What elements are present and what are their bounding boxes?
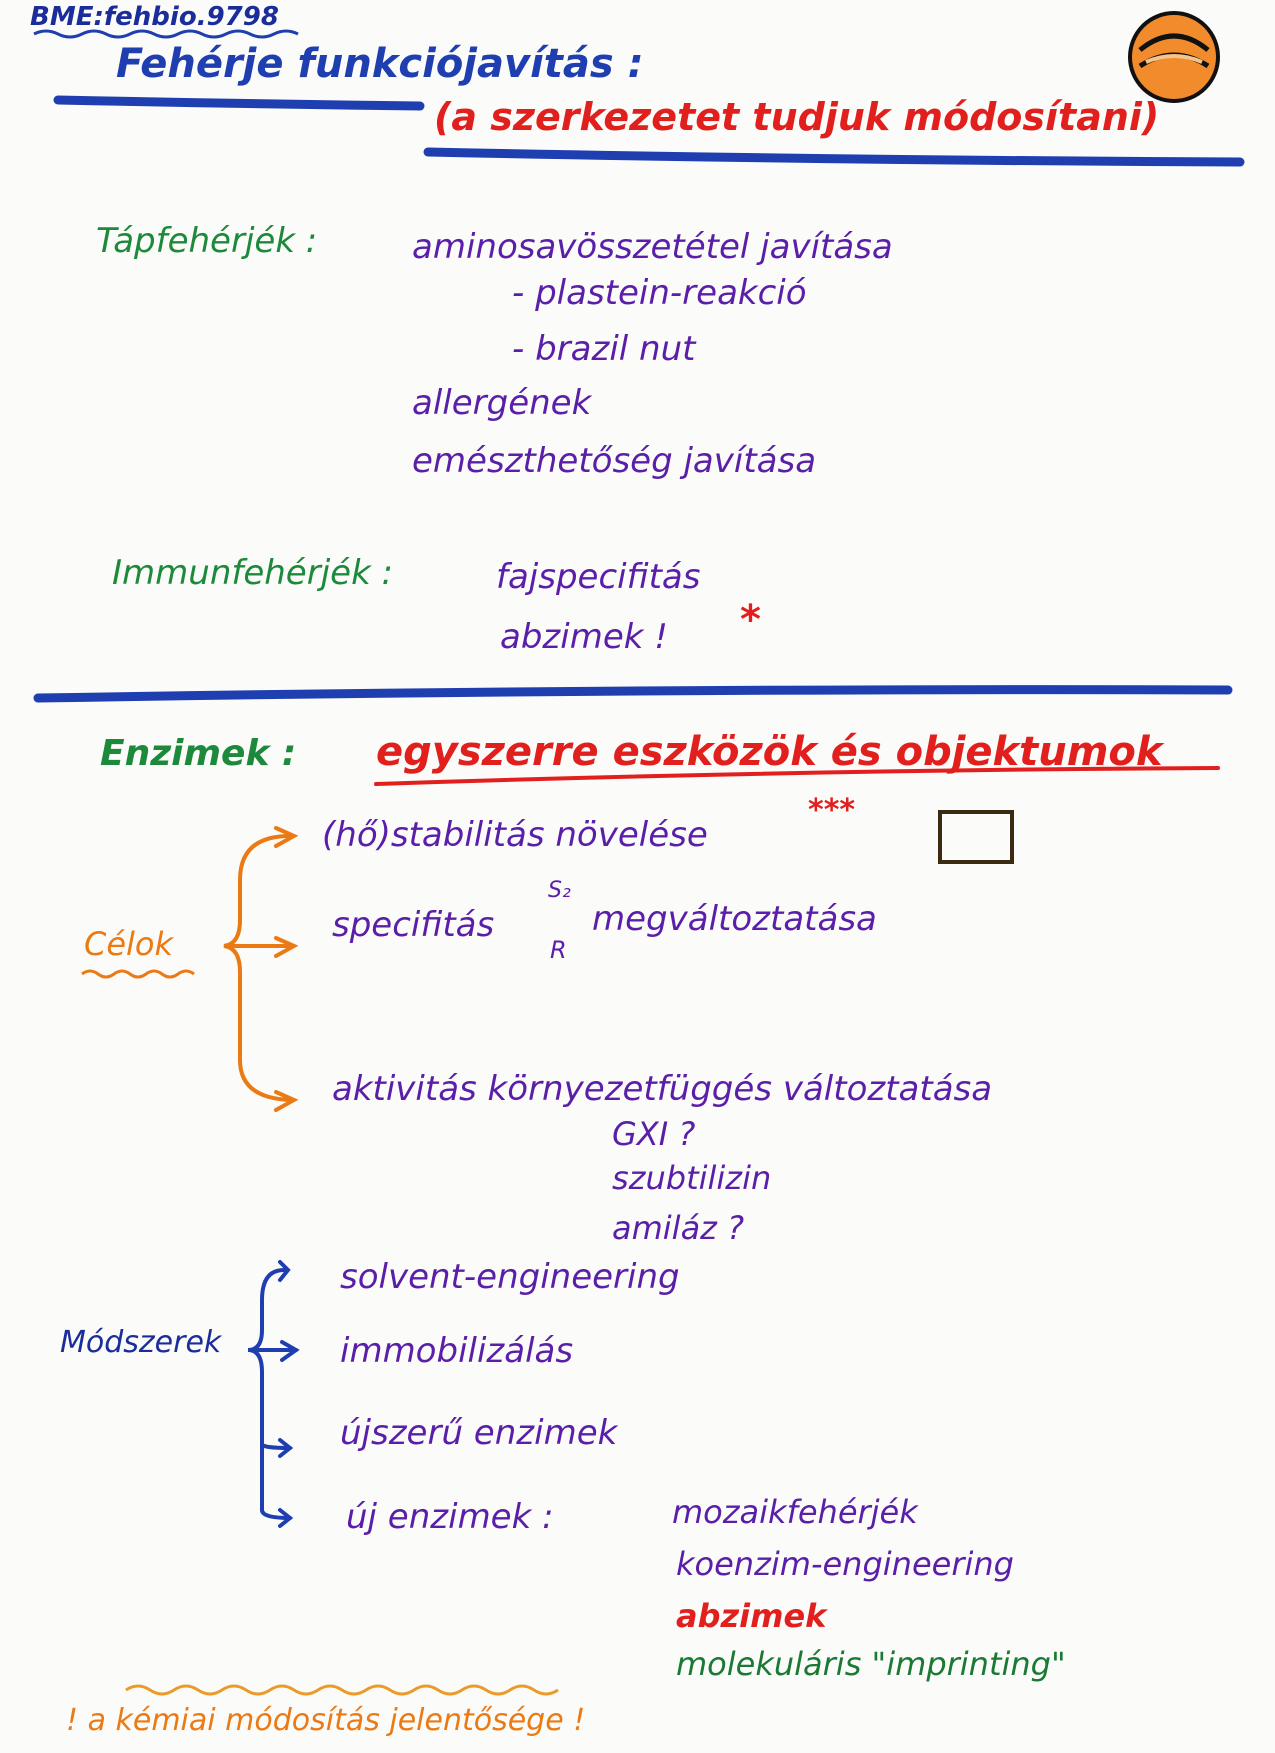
modszerek-item: új enzimek : bbox=[346, 1497, 554, 1537]
subtitle-underline bbox=[423, 147, 1245, 167]
immunfeherjek-label: Immunfehérjék : bbox=[112, 553, 394, 593]
celok-item: (hő)stabilitás növelése bbox=[322, 815, 708, 855]
tapfeherjek-item: aminosavösszetétel javítása bbox=[412, 227, 893, 267]
enzimek-label: Enzimek : bbox=[100, 733, 297, 774]
celok-sub-r: R bbox=[550, 936, 567, 964]
tapfeherjek-label: Tápfehérjék : bbox=[96, 221, 318, 261]
celok-bracket bbox=[223, 826, 299, 1112]
celok-sub-s: S₂ bbox=[548, 878, 571, 903]
uj-enzimek-item: molekuláris "imprinting" bbox=[676, 1645, 1066, 1683]
page-subtitle: (a szerkezetet tudjuk módosítani) bbox=[434, 95, 1160, 139]
celok-item: megváltoztatása bbox=[592, 899, 877, 939]
immunfeherjek-item: abzimek ! bbox=[500, 617, 668, 657]
footer-note: ! a kémiai módosítás jelentősége ! bbox=[66, 1703, 586, 1738]
celok-item: aktivitás környezetfüggés változtatása bbox=[332, 1069, 993, 1109]
heading-underline bbox=[374, 766, 1220, 786]
celok-example: GXI ? bbox=[612, 1115, 696, 1153]
tapfeherjek-item: allergének bbox=[412, 383, 592, 423]
modszerek-item: solvent-engineering bbox=[340, 1257, 680, 1297]
celok-stars: *** bbox=[808, 793, 856, 828]
modszerek-item: újszerű enzimek bbox=[340, 1413, 618, 1453]
header-code: BME:fehbio.9798 bbox=[30, 2, 279, 32]
celok-label: Célok bbox=[84, 925, 174, 963]
modszerek-bracket bbox=[247, 1260, 300, 1528]
celok-example: szubtilizin bbox=[612, 1159, 772, 1197]
immunfeherjek-mark: * bbox=[740, 597, 761, 643]
tapfeherjek-item: - brazil nut bbox=[512, 329, 696, 369]
uj-enzimek-item: abzimek bbox=[676, 1597, 827, 1635]
uj-enzimek-item: koenzim-engineering bbox=[676, 1545, 1014, 1583]
enzimek-heading: egyszerre eszközök és objektumok bbox=[376, 729, 1163, 775]
code-underline bbox=[33, 29, 299, 39]
immunfeherjek-item: fajspecifitás bbox=[496, 557, 701, 597]
celok-item: specifitás bbox=[332, 905, 495, 945]
footer-wave bbox=[125, 1684, 559, 1696]
modszerek-item: immobilizálás bbox=[340, 1331, 574, 1371]
modszerek-label: Módszerek bbox=[60, 1325, 222, 1360]
tapfeherjek-item: emészthetőség javítása bbox=[412, 441, 817, 481]
title-underline bbox=[53, 95, 425, 111]
empty-box bbox=[938, 810, 1014, 864]
section-divider bbox=[33, 685, 1233, 703]
page-title: Fehérje funkciójavítás : bbox=[116, 41, 644, 87]
logo-icon bbox=[1128, 11, 1220, 103]
celok-underline bbox=[81, 969, 195, 979]
tapfeherjek-item: - plastein-reakció bbox=[512, 273, 807, 313]
celok-example: amiláz ? bbox=[612, 1209, 745, 1247]
uj-enzimek-item: mozaikfehérjék bbox=[672, 1493, 918, 1531]
